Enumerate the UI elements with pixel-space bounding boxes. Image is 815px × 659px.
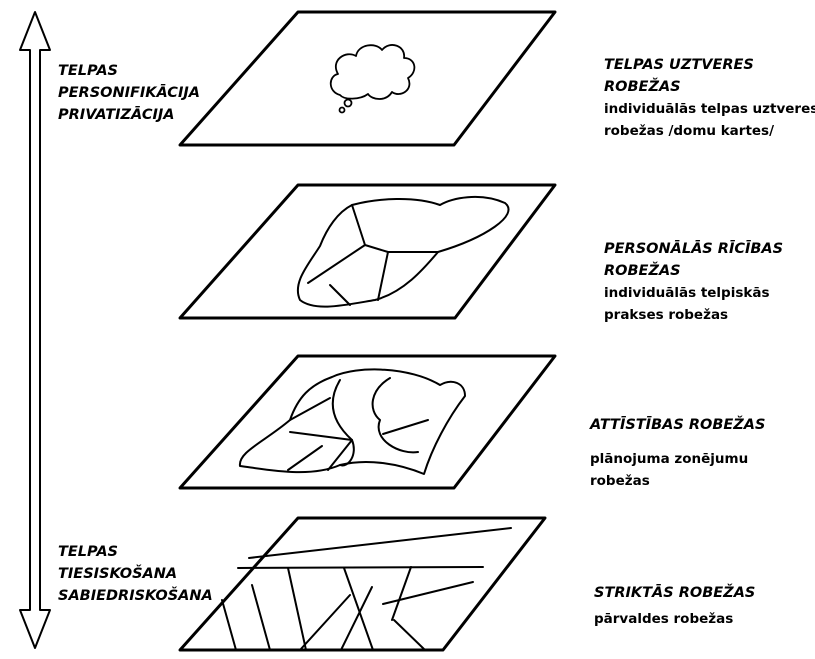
layer-2-desc-1: individuālās telpiskās [604, 285, 770, 301]
axis-top-line-2: PERSONIFIKĀCIJA [58, 85, 200, 101]
axis-top-label: TELPAS PERSONIFIKĀCIJA PRIVATIZĀCIJA [58, 60, 200, 126]
layer-1-desc-1: individuālās telpas uztveres [604, 101, 815, 117]
layer-2-title-2: ROBEŽAS [604, 263, 681, 279]
axis-bottom-line-2: TIESISKOŠANA [58, 566, 178, 582]
layer-1-desc-2: robežas /domu kartes/ [604, 123, 775, 139]
layer-4-label: STRIKTĀS ROBEŽAS pārvaldes robežas [594, 582, 755, 630]
thought-cloud-icon [329, 44, 416, 114]
layer-2-label: PERSONĀLĀS RĪCĪBAS ROBEŽAS individuālās … [604, 238, 783, 326]
perception-plane [178, 10, 557, 147]
layer-3-label: ATTĪSTĪBAS ROBEŽAS plānojuma zonējumu ro… [590, 414, 765, 492]
layer-2-title-1: PERSONĀLĀS RĪCĪBAS [604, 241, 784, 257]
administrative-grid [221, 527, 512, 651]
layer-1-title-2: ROBEŽAS [604, 79, 681, 95]
layer-3-title-1: ATTĪSTĪBAS ROBEŽAS [590, 417, 766, 433]
development-plane [178, 354, 557, 490]
axis-top-line-3: PRIVATIZĀCIJA [58, 107, 175, 123]
layer-1-title-1: TELPAS UZTVERES [604, 57, 754, 73]
layer-4-title-1: STRIKTĀS ROBEŽAS [594, 585, 756, 601]
layer-2-desc-2: prakses robežas [604, 307, 729, 323]
layer-3-desc-2: robežas [590, 473, 650, 489]
axis-top-line-1: TELPAS [58, 63, 118, 79]
vertical-double-arrow [19, 11, 51, 649]
axis-bottom-line-3: SABIEDRISKOŠANA [58, 588, 213, 604]
administrative-plane [178, 516, 547, 652]
layer-4-desc-1: pārvaldes robežas [594, 611, 734, 627]
axis-bottom-label: TELPAS TIESISKOŠANA SABIEDRISKOŠANA [58, 541, 213, 607]
zoning-area-shape [238, 368, 466, 475]
layer-3-desc-1: plānojuma zonējumu [590, 451, 749, 467]
activity-area-shape [296, 196, 510, 308]
personal-activity-plane [178, 183, 557, 320]
axis-bottom-line-1: TELPAS [58, 544, 118, 560]
layer-1-label: TELPAS UZTVERES ROBEŽAS individuālās tel… [604, 54, 815, 142]
